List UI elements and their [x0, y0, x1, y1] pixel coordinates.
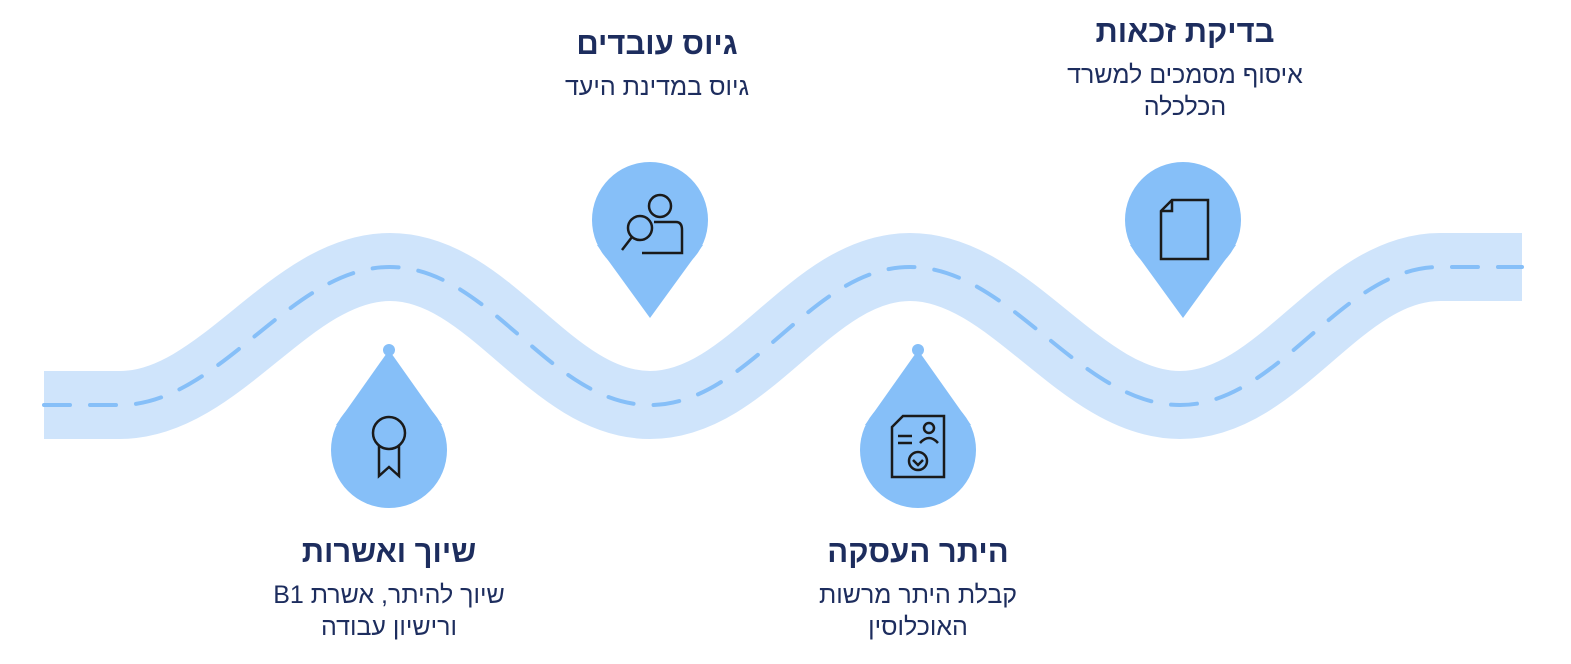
user-search-icon	[621, 193, 684, 255]
description-line: גיוס במדינת היעד	[564, 73, 750, 101]
step-1-label: שיוך ואשרות שיוך להיתר, אשרת B1 ורישיון …	[229, 533, 549, 643]
road-center-dashes	[42, 264, 1524, 408]
step-title: גיוס עובדים	[576, 26, 738, 61]
step-description: איסוף מסמכים למשרד הכלכלה	[1025, 59, 1345, 123]
step-title: היתר העסקה	[827, 534, 1009, 569]
pin-step-2	[592, 162, 708, 318]
document-icon	[1159, 198, 1210, 261]
step-title: שיוך ואשרות	[301, 534, 477, 569]
step-title: בדיקת זכאות	[1095, 14, 1275, 49]
pin-step-4	[1125, 162, 1241, 318]
description-line: ורישיון עבודה	[321, 613, 457, 641]
pin-step-1	[331, 344, 447, 508]
step-4-label: בדיקת זכאות איסוף מסמכים למשרד הכלכלה	[1025, 13, 1345, 123]
certificate-document-icon	[890, 414, 946, 479]
step-description: שיוך להיתר, אשרת B1 ורישיון עבודה	[229, 579, 549, 643]
description-line: שיוך להיתר, אשרת B1	[273, 581, 505, 609]
step-description: קבלת היתר מרשות האוכלוסין	[758, 579, 1078, 643]
description-line: קבלת היתר מרשות	[818, 581, 1018, 609]
award-ribbon-icon	[371, 415, 407, 479]
description-line: הכלכלה	[1143, 93, 1227, 121]
pin-step-3	[860, 344, 976, 508]
step-3-label: היתר העסקה קבלת היתר מרשות האוכלוסין	[758, 533, 1078, 643]
step-description: גיוס במדינת היעד	[497, 71, 817, 103]
description-line: איסוף מסמכים למשרד	[1067, 61, 1303, 89]
step-2-label: גיוס עובדים גיוס במדינת היעד	[497, 25, 817, 103]
description-line: האוכלוסין	[868, 613, 968, 641]
